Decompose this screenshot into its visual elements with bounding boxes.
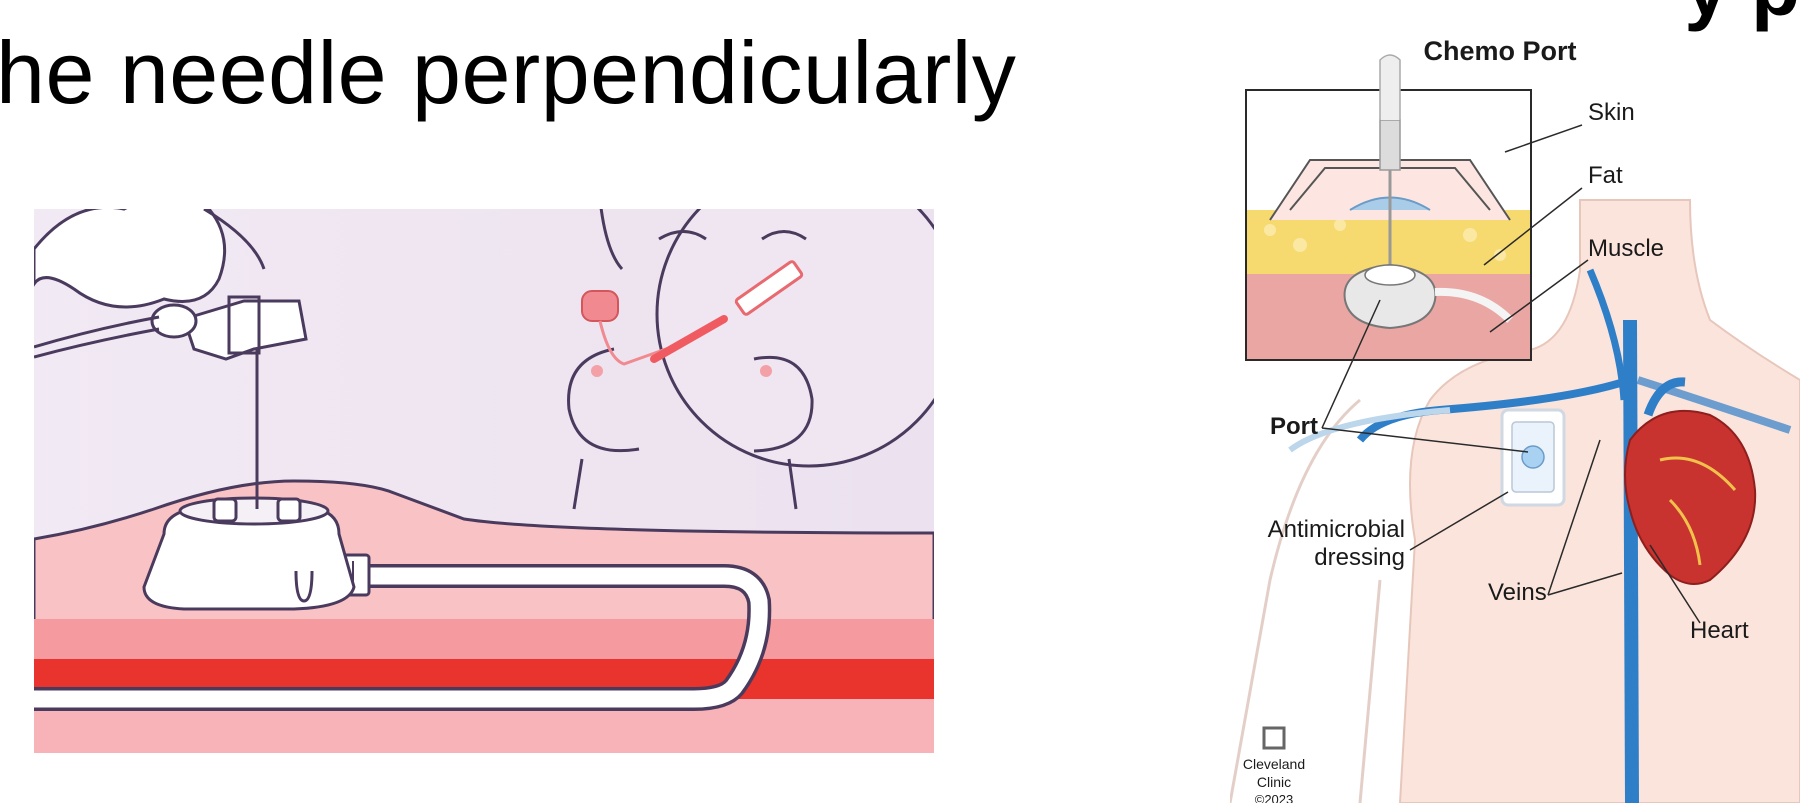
label-skin: Skin: [1588, 99, 1635, 126]
label-port: Port: [1270, 413, 1318, 440]
port-site: [1522, 446, 1544, 468]
credit-line1: Cleveland: [1243, 756, 1305, 772]
slide-title: he needle perpendicularly: [0, 22, 1016, 124]
needle-port-illustration: [34, 209, 934, 753]
label-dressing-line2: dressing: [1314, 544, 1405, 571]
label-dressing-line1: Antimicrobial: [1268, 516, 1405, 543]
label-muscle: Muscle: [1588, 235, 1664, 262]
credit-line3: ©2023: [1255, 792, 1294, 803]
label-fat: Fat: [1588, 162, 1623, 189]
credit-line2: Clinic: [1257, 774, 1291, 790]
label-heart: Heart: [1690, 617, 1749, 644]
cross-section-inset: [1246, 55, 1531, 360]
cleveland-clinic-logo: [1264, 728, 1284, 748]
label-veins: Veins: [1488, 579, 1547, 606]
vein-main: [1630, 320, 1632, 803]
diagram-heading: Chemo Port: [1423, 36, 1576, 66]
chemo-port-diagram: Chemo Port: [1230, 20, 1800, 803]
